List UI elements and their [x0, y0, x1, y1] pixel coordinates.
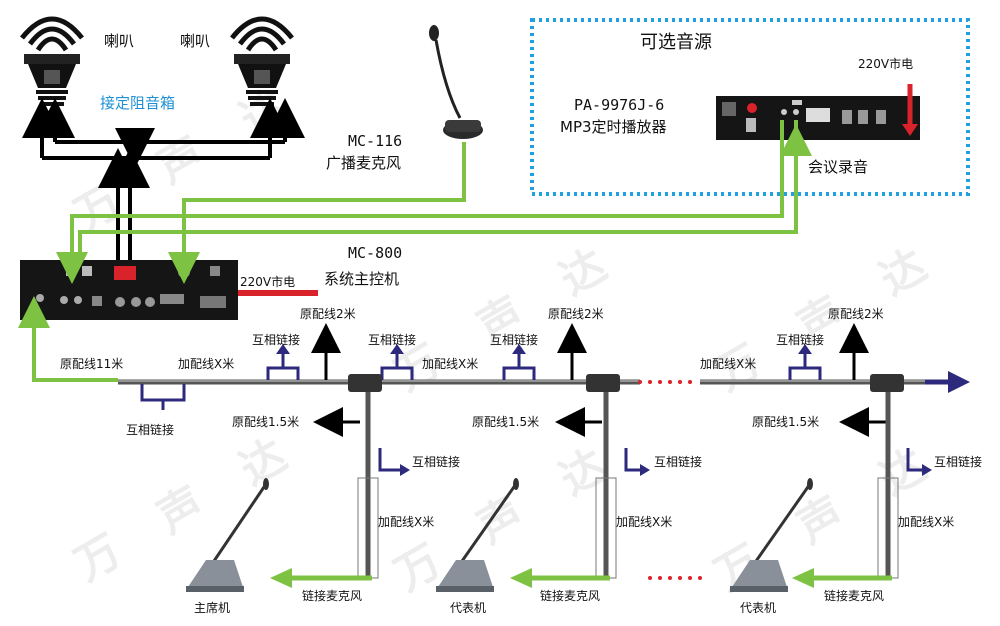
cable-extx-label: 加配线X米 [898, 515, 955, 529]
delegate-unit-label: 代表机 [450, 601, 487, 615]
cable-orig2-label: 原配线2米 [828, 307, 884, 321]
link-label: 互相链接 [490, 333, 539, 347]
speaker-left-icon [20, 16, 84, 106]
mic-desc-label: 广播麦克风 [326, 154, 402, 172]
cable-orig15-label: 原配线1.5米 [232, 415, 300, 429]
cable-orig2-label: 原配线2米 [548, 307, 604, 321]
speaker-group-label: 接定阻音箱 [100, 94, 176, 112]
t-splitter [348, 374, 904, 392]
link-mic-label: 链接麦克风 [302, 589, 363, 603]
speaker-right-label: 喇叭 [180, 32, 211, 50]
record-label: 会议录音 [808, 158, 869, 176]
chairman-unit-icon [186, 478, 269, 592]
delegate-unit-icon [730, 478, 813, 592]
link-connector-markers [140, 354, 922, 472]
optional-source-box [530, 18, 970, 196]
link-mic-label: 链接麦克风 [540, 589, 601, 603]
player-model-label: PA-9976J-6 [574, 96, 665, 114]
link-label: 互相链接 [252, 333, 301, 347]
link-mic-label: 链接麦克风 [824, 589, 885, 603]
controller-desc-label: 系统主控机 [324, 270, 400, 288]
mp3-player-device [716, 96, 920, 140]
delegate-unit-icon [436, 478, 519, 592]
cable-extx-label: 加配线X米 [422, 357, 479, 371]
player-desc-label: MP3定时播放器 [560, 118, 667, 136]
controller-model-label: MC-800 [348, 244, 403, 262]
controller-power-label: 220V市电 [240, 275, 296, 289]
cable-orig2-label: 原配线2米 [300, 307, 356, 321]
cable-extx-label: 加配线X米 [700, 357, 757, 371]
speaker-wiring [22, 98, 305, 275]
cable-extx-label: 加配线X米 [178, 357, 235, 371]
link-label: 互相链接 [126, 423, 175, 437]
optional-source-title: 可选音源 [640, 32, 712, 53]
player-power-label: 220V市电 [858, 57, 914, 71]
cable-extx-label: 加配线X米 [378, 515, 435, 529]
branch-arrows [311, 323, 886, 437]
cable-orig11-label: 原配线11米 [60, 357, 124, 371]
chair-unit-label: 主席机 [194, 601, 231, 615]
link-label: 互相链接 [654, 455, 703, 469]
cable-orig15-label: 原配线1.5米 [752, 415, 820, 429]
speaker-right-icon [230, 16, 294, 106]
link-label: 互相链接 [776, 333, 825, 347]
link-label: 互相链接 [412, 455, 461, 469]
ellipsis-dots [638, 380, 702, 580]
gooseneck-mic-icon [429, 25, 483, 139]
drop-cables [365, 392, 891, 578]
cable-orig15-label: 原配线1.5米 [472, 415, 540, 429]
link-label: 互相链接 [934, 455, 983, 469]
mic-model-label: MC-116 [348, 132, 403, 150]
link-label: 互相链接 [368, 333, 417, 347]
delegate-unit-label: 代表机 [740, 601, 777, 615]
controller-device [20, 260, 238, 320]
cable-extx-label: 加配线X米 [616, 515, 673, 529]
speaker-left-label: 喇叭 [104, 32, 135, 50]
